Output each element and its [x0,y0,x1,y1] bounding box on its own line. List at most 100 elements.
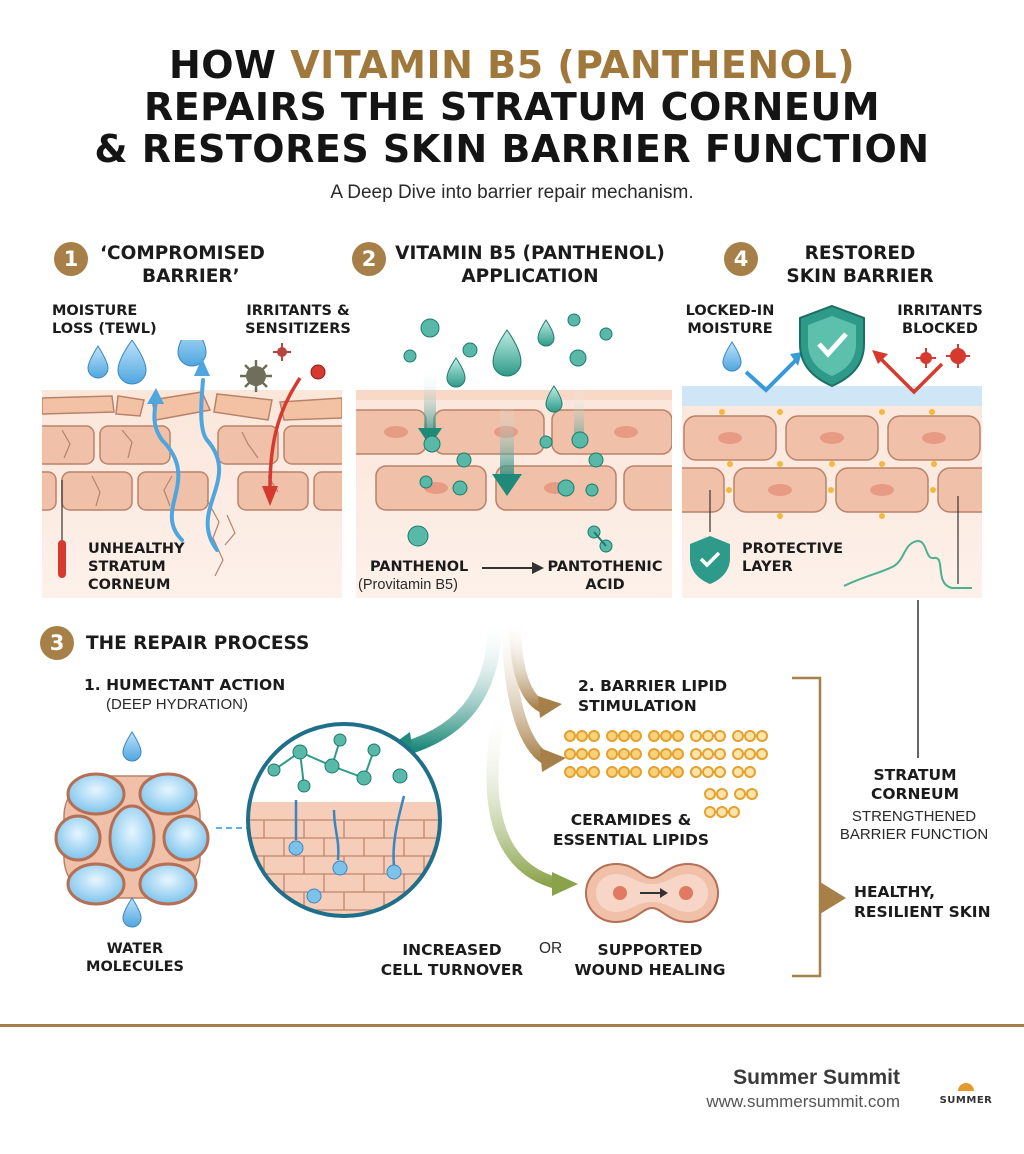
step-4-badge: 4 [724,242,758,276]
healthy-line2: RESILIENT SKIN [854,903,991,921]
humectant-title: 1. HUMECTANT ACTION [84,676,286,694]
humectant-subtitle: (DEEP HYDRATION) [106,696,248,713]
bacteria-icon [240,343,326,392]
irritants-label: IRRITANTS & SENSITIZERS [238,302,358,338]
healthy-skin-label: HEALTHY, RESILIENT SKIN [854,882,991,922]
locked-line2: MOISTURE [687,321,773,337]
water-molecules-illustration [54,731,210,928]
title-line-2: REPAIRS THE STRATUM CORNEUM [143,85,881,129]
unhealthy-sc-label: UNHEALTHY STRATUM CORNEUM [88,540,185,594]
water-line1: WATER [106,941,164,957]
wound-line2: WOUND HEALING [574,961,726,979]
water-drop-icon [87,340,207,385]
inflammation-marker [58,540,66,578]
ceramides-line2: ESSENTIAL LIPIDS [552,831,710,849]
cell-icon [584,862,720,924]
title-line-3: & RESTORES SKIN BARRIER FUNCTION [94,127,930,171]
step-2-title-line2: APPLICATION [461,266,599,287]
footer-url[interactable]: www.summersummit.com [706,1092,900,1111]
pantothenic-acid-label: PANTOTHENIC ACID [540,558,670,594]
ceramides-line1: CERAMIDES & [570,811,692,829]
brand-logo: SUMMER [938,1076,994,1106]
step-2-badge: 2 [352,242,386,276]
lipid-stimulation-title: 2. BARRIER LIPID STIMULATION [578,676,727,716]
unhealthy-line3: CORNEUM [88,577,171,593]
protective-layer-label: PROTECTIVE LAYER [742,540,843,576]
turnover-line2: CELL TURNOVER [380,961,524,979]
strengthened-label: STRENGTHENED BARRIER FUNCTION [826,808,1002,844]
stratum-corneum-label: STRATUM CORNEUM [840,766,990,804]
lipid-line1: 2. BARRIER LIPID [578,677,728,695]
blocked-line1: IRRITANTS [897,303,983,319]
cracked-flakes [42,391,342,421]
magnified-skin-view [246,722,442,918]
irritants-blocked-label: IRRITANTS BLOCKED [890,302,990,338]
bacteria-icon [916,344,970,368]
sc-line1: STRATUM [873,766,957,784]
title-prefix: HOW [168,43,291,87]
irritants-line1: IRRITANTS & [246,303,350,319]
sun-icon [958,1083,974,1091]
step-1-badge: 1 [54,242,88,276]
step-3-badge: 3 [40,626,74,660]
moisture-loss-line2: LOSS (TEWL) [52,321,157,337]
water-drop-icon [122,731,142,762]
molecule-icon [403,313,613,553]
step-4-title-line1: RESTORED [804,243,916,264]
repair-flow-arrows [216,600,919,978]
water-drop-icon [722,341,742,372]
moisture-loss-label: MOISTURE LOSS (TEWL) [52,302,157,338]
locked-moisture-label: LOCKED-IN MOISTURE [680,302,780,338]
step-2-title: VITAMIN B5 (PANTHENOL) APPLICATION [390,242,670,288]
lipid-line2: STIMULATION [578,697,697,715]
sc-line2: CORNEUM [870,785,960,803]
ceramides-label: CERAMIDES & ESSENTIAL LIPIDS [536,810,726,850]
pantothenic-line2: ACID [585,577,625,593]
protective-line1: PROTECTIVE [742,541,843,557]
step-4-title-line2: SKIN BARRIER [786,266,934,287]
water-line2: MOLECULES [86,959,184,975]
footer-brand: Summer Summit [733,1066,900,1089]
water-cells [54,772,210,906]
protective-line2: LAYER [742,559,793,575]
or-label: OR [539,940,563,957]
page-title: HOW VITAMIN B5 (PANTHENOL) [0,38,1024,92]
strength-line1: STRENGTHENED [851,808,977,825]
irritants-line2: SENSITIZERS [245,321,351,337]
step-2-title-line1: VITAMIN B5 (PANTHENOL) [395,243,665,264]
blocked-line2: BLOCKED [902,321,978,337]
protective-shield-icon [690,536,730,584]
turnover-line1: INCREASED [402,941,502,959]
cell-turnover-label: INCREASED CELL TURNOVER [372,940,532,980]
pantothenic-line1: PANTOTHENIC [547,559,663,575]
panthenol-application-illustration [356,313,672,598]
wound-line1: SUPPORTED [597,941,703,959]
outcome-bracket [792,676,822,978]
irritant-arrow [268,377,302,489]
footer-divider [0,1024,1024,1027]
step-1-title-line2: BARRIER’ [142,266,240,287]
step-1-title: ‘COMPROMISED BARRIER’ [100,242,265,288]
unhealthy-line2: STRATUM [88,559,166,575]
step-4-title: RESTORED SKIN BARRIER [760,242,960,288]
panthenol-label: PANTHENOL [370,559,469,575]
water-molecules-label: WATER MOLECULES [60,940,210,976]
moisture-loss-line1: MOISTURE [52,303,138,319]
lipid-chains [564,730,768,818]
healthy-line1: HEALTHY, [854,883,935,901]
shield-check-icon [799,304,865,388]
lipid-seal-layer [682,386,982,406]
locked-line1: LOCKED-IN [685,303,775,319]
restored-barrier-illustration [682,304,982,598]
cracks [61,429,279,577]
provitamin-label: (Provitamin B5) [358,577,458,593]
logo-text: SUMMER [939,1095,993,1106]
wound-healing-label: SUPPORTED WOUND HEALING [562,940,738,980]
unhealthy-line1: UNHEALTHY [88,541,185,557]
strength-line2: BARRIER FUNCTION [839,826,989,843]
tewl-arrows [152,378,222,552]
panthenol-drops [446,319,563,413]
step-1-title-line1: ‘COMPROMISED [100,243,265,264]
compromised-barrier-illustration [42,340,342,598]
title-highlight: VITAMIN B5 (PANTHENOL) [290,43,856,87]
